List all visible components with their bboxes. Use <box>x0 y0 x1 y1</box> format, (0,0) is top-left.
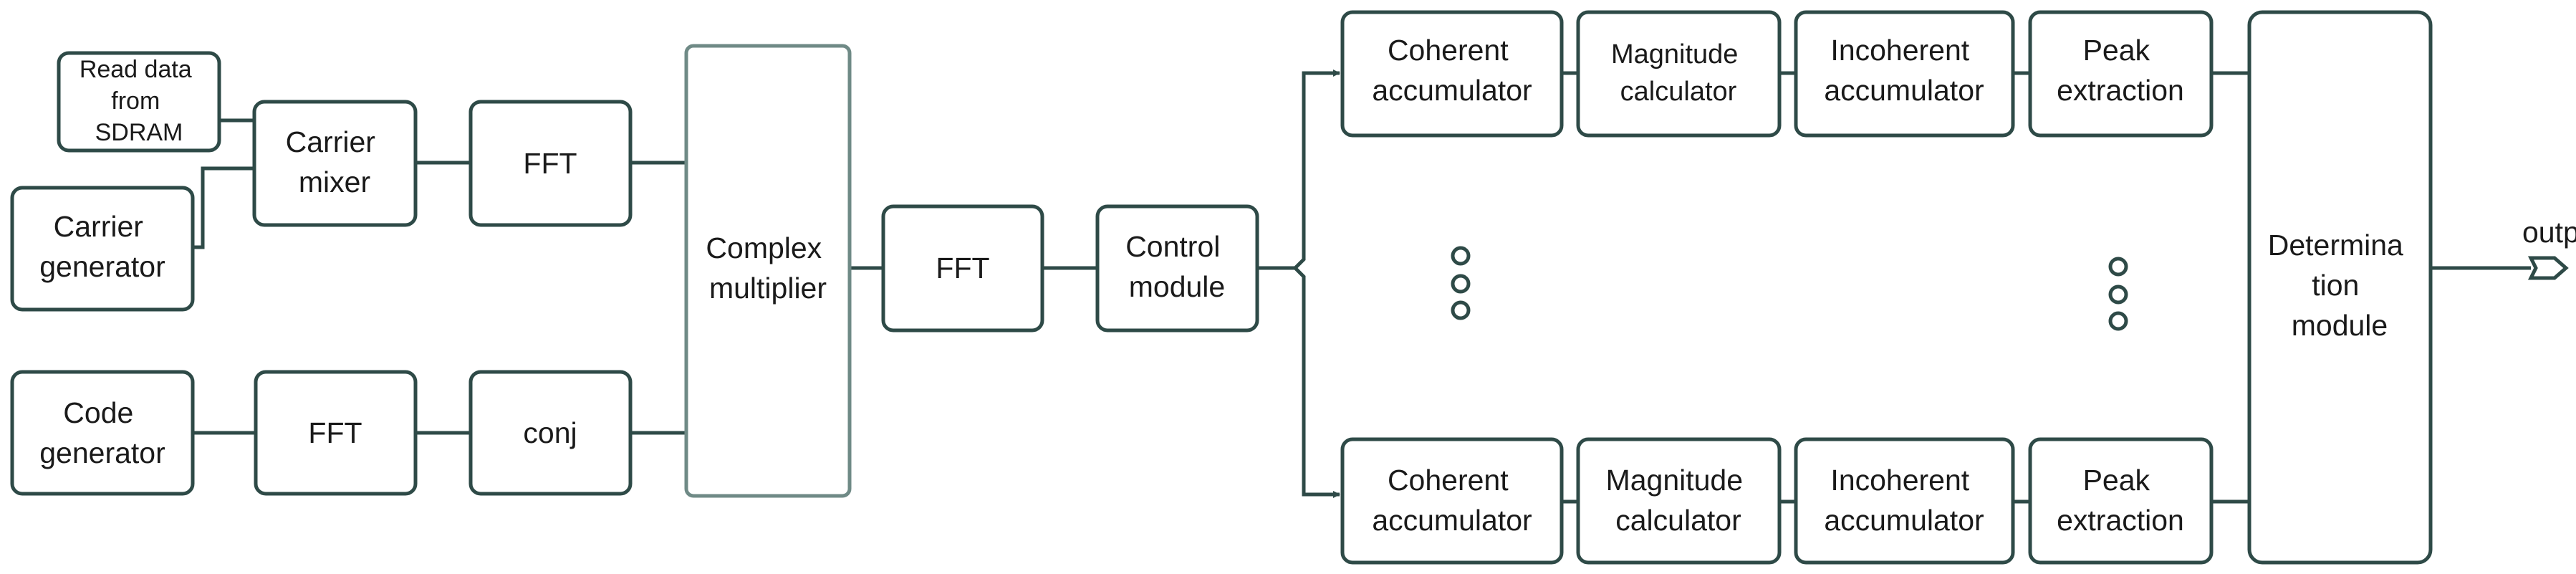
block-peak-extraction-top: Peak extraction <box>2028 10 2214 138</box>
determination-label-line-3: module <box>2292 309 2388 342</box>
block-incoherent-accumulator-bottom: Incoherent accumulator <box>1794 437 2015 565</box>
read-data-label-line-1: Read data <box>80 56 192 83</box>
svg-text:Carrier mixer: Carrier mixer <box>286 125 384 198</box>
svg-text:Magnitude calculator: Magnitude calculator <box>1606 464 1751 537</box>
block-fft-top: FFT <box>468 100 633 227</box>
coherent-bottom-label-line-2: accumulator <box>1372 504 1532 537</box>
wire-control-branch-top <box>1257 70 1340 270</box>
block-coherent-accumulator-top: Coherent accumulator <box>1340 10 1564 138</box>
block-complex-multiplier: Complex multiplier <box>684 44 852 498</box>
complex-multiplier-label-line-2: multiplier <box>709 272 827 305</box>
svg-text:Control module: Control module <box>1125 230 1229 303</box>
coherent-top-label-line-1: Coherent <box>1388 34 1509 67</box>
block-conj: conj <box>468 370 633 496</box>
block-control-module: Control module <box>1095 204 1259 333</box>
block-carrier-mixer: Carrier mixer <box>252 100 418 227</box>
conj-label: conj <box>523 416 577 449</box>
output-connector-icon <box>2527 256 2569 280</box>
svg-text:Carrier generator: Carrier generator <box>39 210 165 283</box>
incoherent-top-label-line-1: Incoherent <box>1830 34 1969 67</box>
peak-top-label-line-2: extraction <box>2057 74 2184 107</box>
block-fft-bottom: FFT <box>254 370 418 496</box>
wire-carrier-gen-to-mixer <box>193 166 254 249</box>
block-magnitude-calculator-bottom: Magnitude calculator <box>1576 437 1782 565</box>
incoherent-bottom-label-line-2: accumulator <box>1824 504 1984 537</box>
peak-bottom-label-line-1: Peak <box>2083 464 2150 497</box>
peak-top-label-line-1: Peak <box>2083 34 2150 67</box>
svg-text:Coherent accumulator: Coherent accumulator <box>1372 34 1532 107</box>
fft-bottom-label: FFT <box>308 416 362 449</box>
svg-text:FFT: FFT <box>308 416 362 449</box>
svg-text:Peak extraction: Peak extraction <box>2057 34 2184 107</box>
block-magnitude-calculator-top: Magnitude calculator <box>1576 10 1782 138</box>
magnitude-top-label-line-2: calculator <box>1620 77 1737 107</box>
incoherent-top-label-line-2: accumulator <box>1824 74 1984 107</box>
incoherent-bottom-label-line-1: Incoherent <box>1830 464 1969 497</box>
ellipsis-dot <box>1451 274 1471 294</box>
ellipsis-dot <box>1451 300 1471 320</box>
magnitude-top-label-line-1: Magnitude <box>1611 39 1738 70</box>
block-incoherent-accumulator-top: Incoherent accumulator <box>1794 10 2015 138</box>
coherent-bottom-label-line-1: Coherent <box>1388 464 1509 497</box>
connections <box>193 70 2531 504</box>
code-generator-label-line-1: Code <box>63 396 133 429</box>
svg-text:FFT: FFT <box>936 252 989 284</box>
block-fft-mid: FFT <box>881 204 1044 333</box>
carrier-mixer-label-line-2: mixer <box>299 166 370 198</box>
complex-multiplier-label-line-1: Complex <box>706 231 822 264</box>
code-generator-label-line-2: generator <box>39 436 165 469</box>
svg-text:Peak extraction: Peak extraction <box>2057 464 2184 537</box>
control-module-label-line-1: Control <box>1125 230 1220 263</box>
svg-text:Complex multiplier: Complex multiplier <box>706 231 830 305</box>
read-data-label-line-2: from <box>111 87 160 115</box>
carrier-generator-label-line-2: generator <box>39 250 165 283</box>
svg-text:Incoherent accumulator: Incoherent accumulator <box>1824 464 1984 537</box>
ellipsis-dot <box>1451 246 1471 266</box>
block-determination-module: Determina tion module <box>2247 10 2433 565</box>
block-carrier-generator: Carrier generator <box>10 186 195 312</box>
ellipsis-dot <box>2108 284 2128 305</box>
ellipsis-dot <box>2108 257 2128 277</box>
coherent-top-label-line-2: accumulator <box>1372 74 1532 107</box>
ellipsis-dot <box>2108 311 2128 331</box>
carrier-mixer-label-line-1: Carrier <box>286 125 375 158</box>
peak-bottom-label-line-2: extraction <box>2057 504 2184 537</box>
wire-control-branch-bottom <box>1294 267 1340 498</box>
continuation-dots-right <box>2108 257 2128 331</box>
magnitude-bottom-label-line-1: Magnitude <box>1606 464 1743 497</box>
block-code-generator: Code generator <box>10 370 195 496</box>
output-label: output <box>2522 216 2576 249</box>
determination-label-line-1: Determina <box>2268 229 2403 262</box>
carrier-generator-label-line-1: Carrier <box>54 210 143 243</box>
read-data-label-line-3: SDRAM <box>95 119 183 146</box>
svg-text:Code generator: Code generator <box>39 396 165 469</box>
fft-top-label: FFT <box>523 147 577 180</box>
block-read-data: Read data from SDRAM <box>57 51 221 153</box>
magnitude-bottom-label-line-2: calculator <box>1615 504 1741 537</box>
block-coherent-accumulator-bottom: Coherent accumulator <box>1340 437 1564 565</box>
svg-text:conj: conj <box>523 416 577 449</box>
svg-text:Magnitude calculator: Magnitude calculator <box>1611 39 1746 107</box>
control-module-label-line-2: module <box>1129 270 1225 303</box>
svg-text:Determina tion mod: Determina tion module <box>2268 229 2412 342</box>
continuation-dots-left <box>1451 246 1471 320</box>
fft-mid-label: FFT <box>936 252 989 284</box>
svg-text:Incoherent accumulator: Incoherent accumulator <box>1824 34 1984 107</box>
svg-text:FFT: FFT <box>523 147 577 180</box>
svg-text:Coherent accumulator: Coherent accumulator <box>1372 464 1532 537</box>
determination-label-line-2: tion <box>2312 269 2359 302</box>
block-peak-extraction-bottom: Peak extraction <box>2028 437 2214 565</box>
svg-text:Read data from SDR: Read data from SDRAM <box>80 56 198 146</box>
